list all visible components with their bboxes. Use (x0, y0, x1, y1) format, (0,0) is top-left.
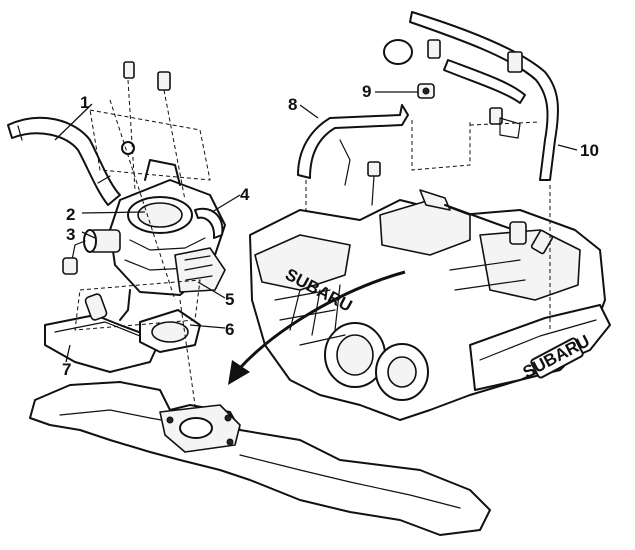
engine-block (249, 199, 611, 421)
callout-7: 7 (62, 360, 71, 379)
callout-9: 9 (362, 82, 371, 101)
callout-4: 4 (240, 185, 250, 204)
callout-8: 8 (288, 95, 297, 114)
callout-3: 3 (66, 225, 75, 244)
hose-8 (297, 104, 409, 179)
callout-leaders (54, 91, 578, 363)
pcv-valve-9 (417, 83, 435, 99)
callout-5: 5 (225, 290, 234, 309)
callout-2: 2 (66, 205, 75, 224)
callout-6: 6 (225, 320, 234, 339)
callout-1: 1 (80, 93, 89, 112)
callout-10: 10 (580, 141, 599, 160)
alignment-lines-right (305, 120, 551, 330)
intake-manifold (29, 381, 491, 536)
removal-direction-arrow (228, 270, 406, 385)
alignment-lines-left (74, 79, 211, 406)
throttle-bracket (44, 293, 161, 373)
hose-10 (383, 11, 559, 181)
throttle-gasket (139, 309, 201, 353)
engine-air-valve (339, 139, 554, 255)
callout-labels: 1 2 3 4 5 6 7 8 9 10 (62, 82, 599, 379)
